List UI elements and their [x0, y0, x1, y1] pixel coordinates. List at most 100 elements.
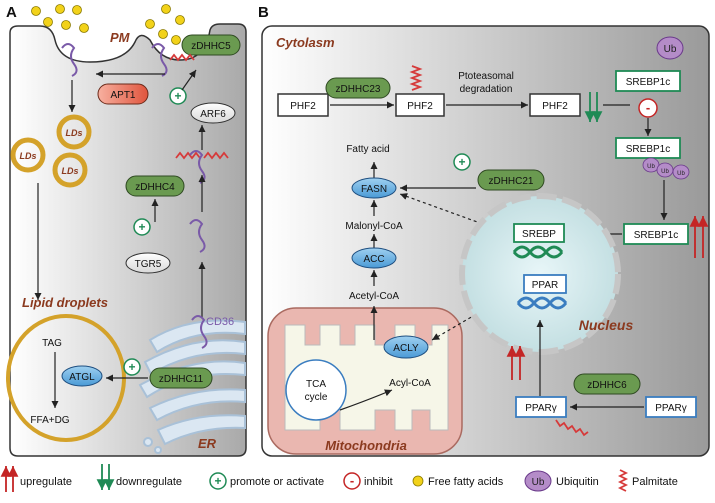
tca-label-1: TCA: [306, 379, 326, 390]
arrow-tca-acyl: [339, 389, 393, 411]
atgl-label: ATGL: [69, 372, 95, 383]
lds-label-2: LDs: [65, 128, 82, 138]
er-label: ER: [198, 436, 217, 451]
legend-promote: promote or activate: [230, 476, 324, 488]
legend-inhibit-icon: [343, 472, 361, 490]
zdhhc23-label: zDHHC23: [335, 84, 380, 95]
legend-palmitate-icon: [617, 469, 629, 492]
free-fatty-acids-a: [31, 4, 185, 45]
srebp-node: [513, 223, 565, 243]
inhibit-icon: [638, 98, 658, 118]
ld-2: [56, 114, 92, 150]
legend-ubiquitin: Ubiquitin: [556, 476, 599, 488]
acc-node: [351, 247, 397, 269]
promote-icon-atgl: [123, 358, 141, 376]
phf2-node-2: [395, 93, 445, 117]
svg-text:-: -: [646, 100, 650, 115]
panel-a-letter: A: [6, 4, 17, 21]
upregulate-icon-srebp1c: [689, 216, 709, 258]
ffa-dg-label: FFA+DG: [30, 415, 69, 426]
zdhhc4-label: zDHHC4: [135, 182, 175, 193]
srebp1c-node-right: [623, 223, 689, 245]
legend-downregulate: downregulate: [116, 476, 182, 488]
promote-icon-arf6: [169, 87, 187, 105]
legend-promote-icon: [209, 472, 227, 490]
zdhhc23-node: [325, 77, 391, 99]
arf6-node: [190, 102, 236, 124]
legend-ub: Ub: [532, 477, 545, 488]
tgr5-node: [125, 252, 171, 274]
zdhhc21-node: [477, 169, 545, 191]
cytolasm-label: Cytolasm: [276, 35, 335, 50]
legend-upregulate-icon: [0, 466, 19, 492]
lipid-droplets-label: Lipid droplets: [22, 295, 108, 310]
srebp1c-label-mid: SREBP1c: [626, 144, 670, 155]
fatty-acid-label: Fatty acid: [346, 144, 389, 155]
promote-icon-fasn: [453, 153, 471, 171]
ppary-node-2: [645, 396, 697, 418]
srebp1c-label-right: SREBP1c: [634, 230, 678, 241]
acly-label: ACLY: [393, 343, 419, 354]
acetyl-coa-label: Acetyl-CoA: [349, 291, 399, 302]
phf2-label-1: PHF2: [290, 101, 316, 112]
zdhhc6-label: zDHHC6: [587, 380, 627, 391]
cd36-label: CD36: [206, 316, 234, 328]
panel-b-letter: B: [258, 4, 269, 21]
cd36-receptor-er: [191, 315, 208, 349]
ub-small-label: Ub: [647, 164, 655, 170]
dna-blue-icon: [516, 296, 568, 310]
svg-text:+: +: [174, 89, 181, 103]
malonyl-coa-label: Malonyl-CoA: [345, 221, 403, 232]
svg-text:Ub: Ub: [677, 171, 685, 177]
ppary-label-1: PPARγ: [525, 403, 557, 414]
atgl-node: [61, 365, 103, 387]
downregulate-icon-phf2: [584, 92, 603, 122]
cd36-receptor-pm: [61, 43, 168, 77]
zdhhc11-label: zDHHC11: [159, 374, 204, 385]
srebp1c-label-top: SREBP1c: [626, 77, 670, 88]
ub-chain: Ub Ub Ub: [642, 157, 690, 180]
tag-label: TAG: [42, 338, 62, 349]
ub-label-top: Ub: [664, 44, 677, 55]
zdhhc6-node: [573, 373, 641, 395]
zdhhc4-node: [125, 175, 185, 197]
palmitate-mid-1: [175, 151, 201, 160]
lds-label-1: LDs: [19, 151, 36, 161]
arf6-label: ARF6: [200, 109, 226, 120]
mitochondria-label: Mitochondria: [325, 438, 407, 453]
ppary-node-1: [515, 396, 567, 418]
apt1-node: [97, 83, 149, 105]
legend-ub-icon: [524, 470, 552, 492]
degradation-label-1: Ptoteasomal: [458, 71, 514, 82]
ppar-label: PPAR: [532, 280, 559, 291]
palmitate-ppary: [555, 419, 589, 437]
phf2-node-3: [529, 93, 581, 117]
svg-text:+: +: [214, 474, 221, 488]
svg-text:+: +: [128, 360, 135, 374]
ld-1: [10, 137, 46, 173]
ld-3: [52, 152, 88, 188]
arrow-arf6: [181, 69, 197, 91]
legend-ffa-icon: [412, 475, 424, 487]
cd36-receptor-low: [189, 219, 206, 253]
ppary-label-2: PPARγ: [655, 403, 687, 414]
zdhhc5-label: zDHHC5: [191, 41, 231, 52]
nucleus: [462, 196, 618, 352]
apt1-label: APT1: [110, 90, 135, 101]
srebp1c-node-top: [615, 70, 681, 92]
degradation-label-2: degradation: [460, 84, 513, 95]
fasn-label: FASN: [361, 184, 387, 195]
legend-ffa: Free fatty acids: [428, 476, 504, 488]
acc-label: ACC: [363, 254, 384, 265]
tgr5-label: TGR5: [135, 259, 162, 270]
svg-text:+: +: [458, 155, 465, 169]
panel-b: B Cytolasm Ub PHF2 zDHHC23 PHF2 Ptoteaso…: [258, 4, 710, 457]
acyl-coa-label: Acyl-CoA: [389, 378, 431, 389]
phf2-label-3: PHF2: [542, 101, 568, 112]
acly-node: [383, 335, 429, 359]
legend-downregulate-icon: [96, 464, 115, 490]
palmitate-phf2: [409, 65, 423, 91]
svg-text:-: -: [350, 473, 354, 488]
phf2-label-2: PHF2: [407, 101, 433, 112]
